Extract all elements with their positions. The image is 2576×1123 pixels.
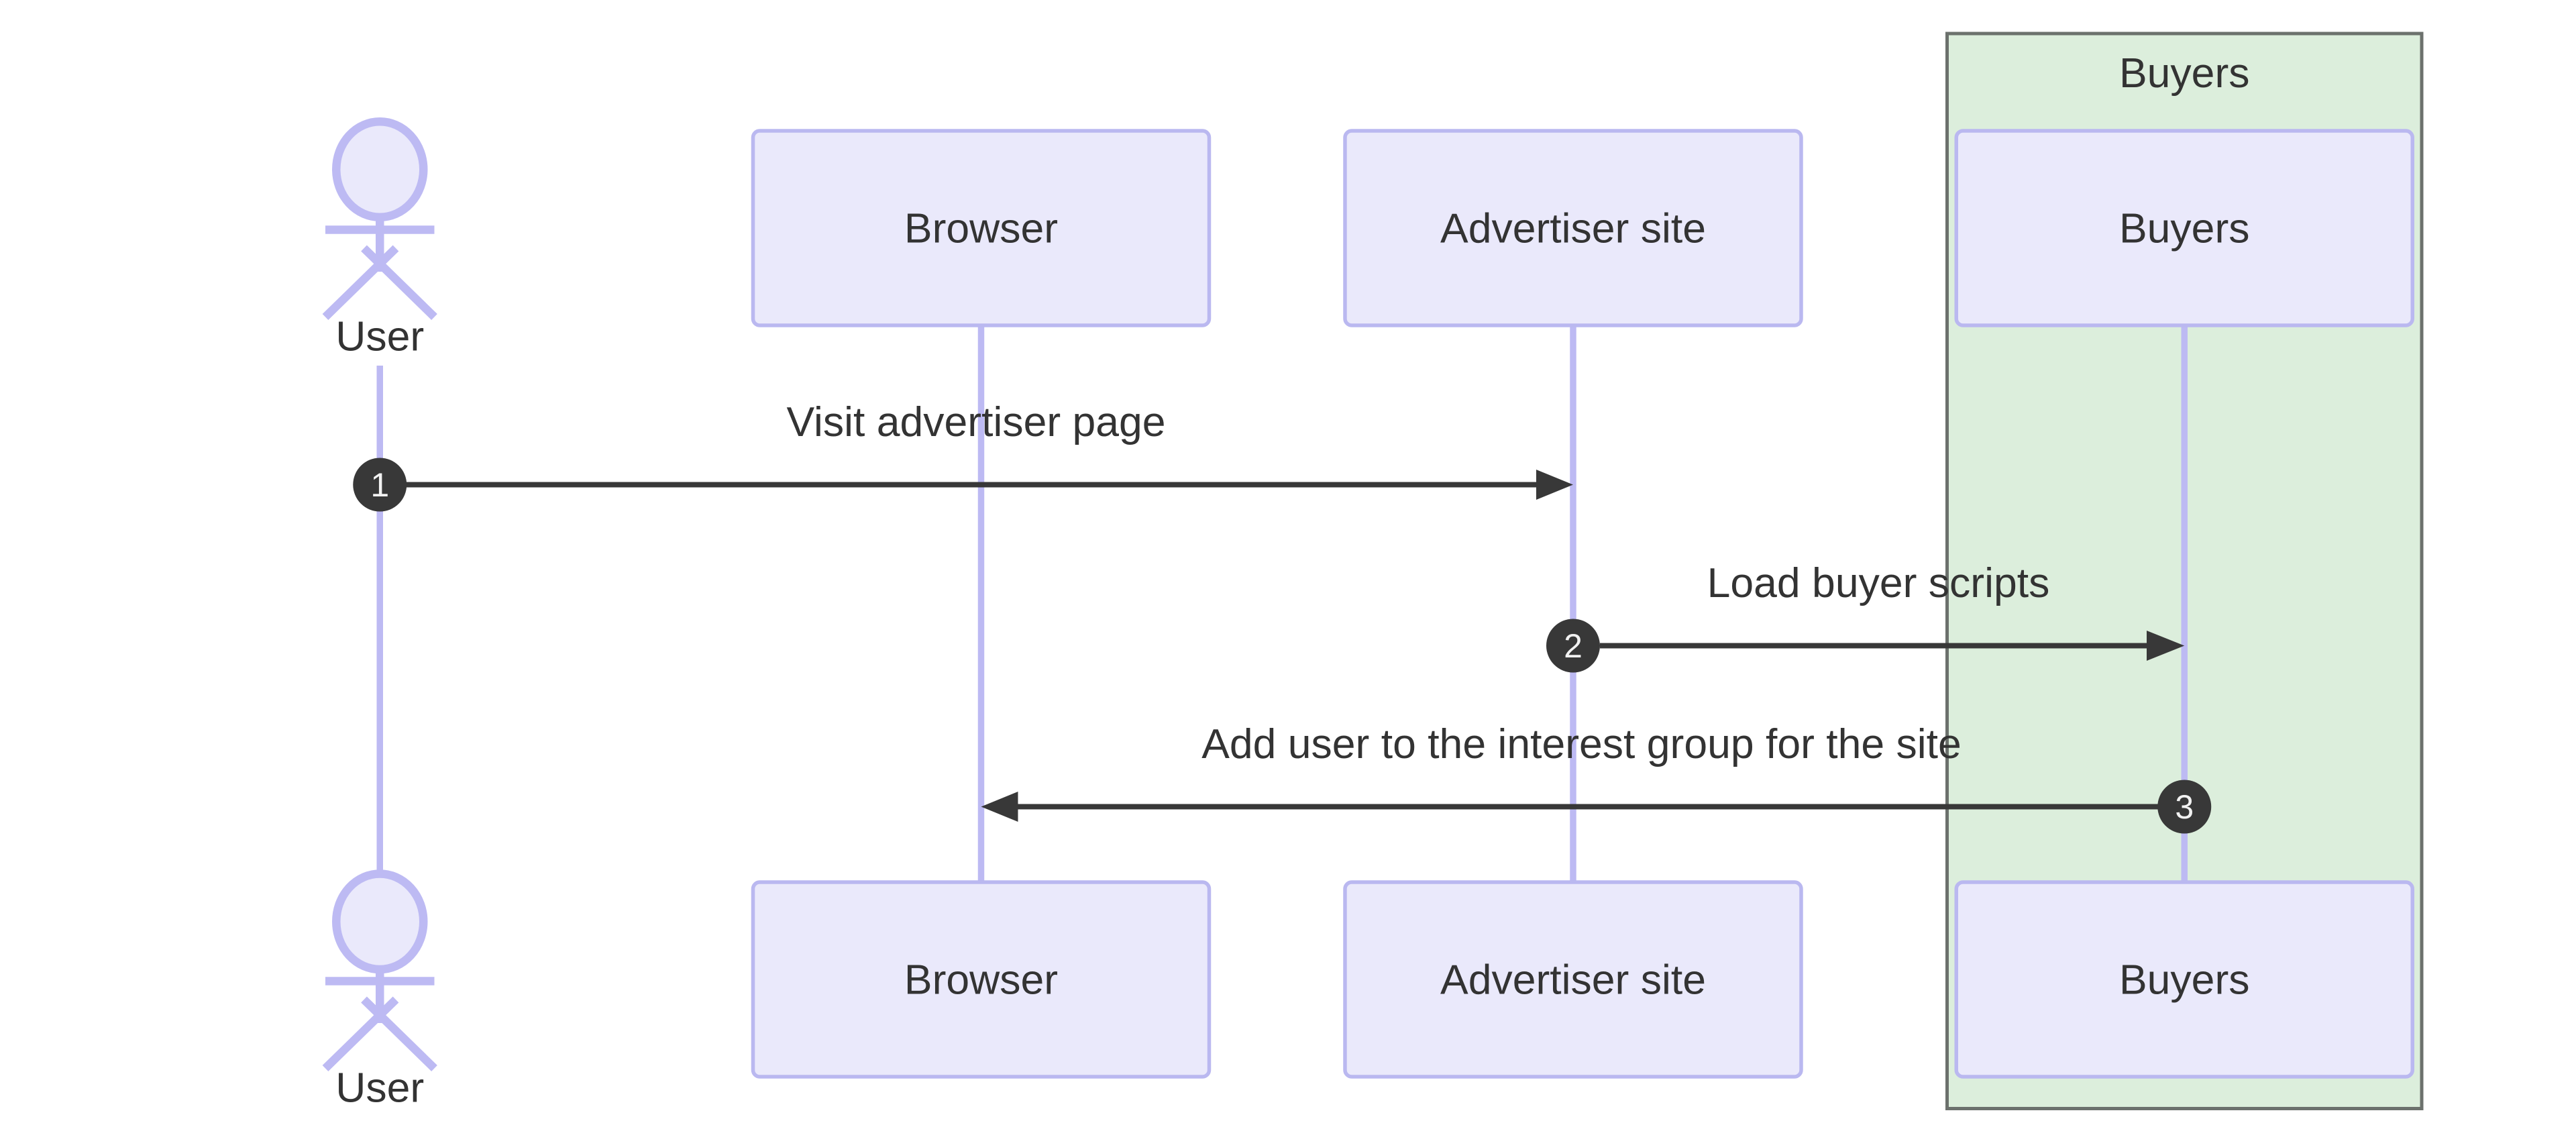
participant-box (751, 880, 1212, 1079)
participant-label: Buyers (2119, 956, 2250, 1003)
participant-box (1954, 129, 2414, 327)
message-1: Visit advertiser page 1 (353, 398, 1573, 512)
participant-box (1343, 880, 1803, 1079)
message-1-number-badge (353, 458, 407, 512)
participant-buyers-bottom: Buyers (1954, 880, 2414, 1079)
person-icon (322, 869, 437, 1071)
message-3-number-badge (2157, 780, 2212, 834)
participant-buyers-top: Buyers (1954, 129, 2414, 327)
message-2: Load buyer scripts 2 (1546, 559, 2185, 673)
message-1-label: Visit advertiser page (786, 398, 1165, 445)
participant-box (1954, 880, 2414, 1079)
group-buyers-label: Buyers (2119, 50, 2250, 97)
actor-leg-left (322, 996, 399, 1071)
arrowhead-right-icon (2147, 631, 2185, 661)
actor-head (332, 869, 428, 974)
participant-box (751, 129, 1212, 327)
actor-user-bottom-label: User (335, 1065, 424, 1112)
message-3: Add user to the interest group for the s… (981, 720, 2212, 834)
participant-label: Advertiser site (1440, 956, 1706, 1003)
actor-leg-right (361, 996, 437, 1071)
participant-label: Browser (904, 205, 1058, 252)
message-3-label: Add user to the interest group for the s… (1201, 720, 1962, 767)
actor-user-bottom: User (322, 869, 437, 1112)
message-2-number: 2 (1564, 627, 1582, 665)
participant-label: Buyers (2119, 205, 2250, 252)
actor-head (332, 117, 428, 222)
actor-user-top-label: User (335, 313, 424, 360)
message-1-number: 1 (370, 466, 389, 504)
person-icon (322, 117, 437, 320)
participant-advertiser-site-bottom: Advertiser site (1343, 880, 1803, 1079)
participant-browser-bottom: Browser (751, 880, 1212, 1079)
participant-label: Browser (904, 956, 1058, 1003)
actor-user-top: User (322, 117, 437, 360)
participant-box (1343, 129, 1803, 327)
arrowhead-left-icon (981, 792, 1018, 822)
message-3-number: 3 (2175, 788, 2194, 826)
message-2-label: Load buyer scripts (1707, 559, 2050, 606)
actor-leg-left (322, 245, 399, 320)
message-2-number-badge (1546, 619, 1600, 673)
participant-advertiser-site-top: Advertiser site (1343, 129, 1803, 327)
actor-leg-right (361, 245, 437, 320)
participant-browser-top: Browser (751, 129, 1212, 327)
participant-label: Advertiser site (1440, 205, 1706, 252)
arrowhead-right-icon (1536, 470, 1573, 500)
